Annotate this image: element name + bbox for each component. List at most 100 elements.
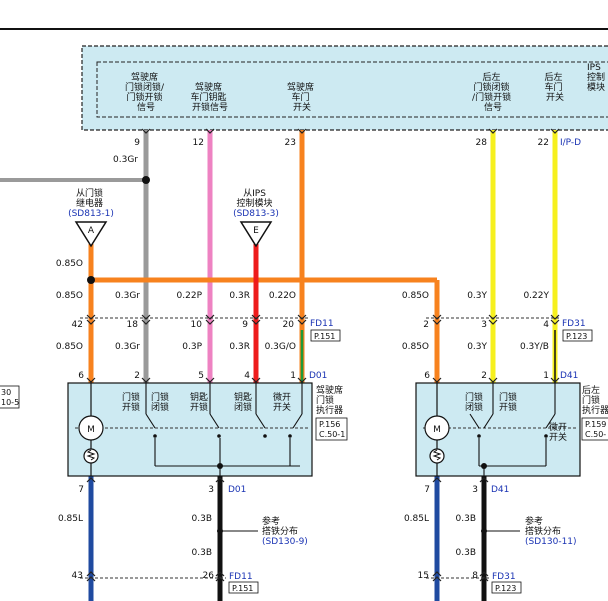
driver-actuator-box <box>67 382 313 477</box>
ips-pin-label-driver-lock: 驾驶席 门锁闭锁/ 门锁开锁 信号 <box>125 71 167 113</box>
wire-label: 0.3Gr <box>115 342 140 352</box>
connector-pin: 42 <box>72 320 83 330</box>
driver-actuator-ref-box <box>315 417 348 441</box>
ips-pin-label-rear-door: 后左 车门 开关 <box>545 71 566 103</box>
ground-dot-left <box>217 528 223 534</box>
fd11-ref: P.151 <box>314 332 335 341</box>
connector-pin: 7 <box>78 485 84 495</box>
fd31-id-bottom: FD31 <box>492 572 516 582</box>
rear-actuator-coord-ref: C.50- <box>585 430 606 439</box>
connector-pin: 2 <box>423 320 429 330</box>
connector-pin: 4 <box>543 320 549 330</box>
ground-note-right: 参考 搭铁分布 (SD130-11) <box>525 515 577 547</box>
fd11-ref-box <box>310 329 341 342</box>
d01-id-bottom: D01 <box>228 485 246 495</box>
fd11-id: FD11 <box>310 319 334 329</box>
connector-pin: 5 <box>198 371 204 381</box>
fd11-pins: 42 18 10 9 20 <box>72 320 295 330</box>
switch-label: 钥匙开锁 <box>190 391 208 413</box>
wire-label: 0.3B <box>456 548 477 558</box>
rear-actuator-ref-box <box>581 417 608 441</box>
driver-switch-labels: 门锁开锁 门锁闭锁 钥匙开锁 钥匙闭锁 微开开关 <box>122 391 291 413</box>
heater-symbol <box>429 448 445 464</box>
wire-label: 0.22Y <box>523 291 549 301</box>
fd31-pins: 2 3 4 <box>423 320 549 330</box>
driver-actuator-coord-ref: C.50-1 <box>319 430 345 439</box>
wire-label: 0.85O <box>402 342 429 352</box>
connector-pin: 3 <box>481 320 487 330</box>
relay-feed-triangle <box>74 221 108 248</box>
wire-label: 0.3Y <box>467 291 487 301</box>
rear-actuator-page-ref: P.159 <box>585 420 606 429</box>
heater-coil <box>86 449 96 461</box>
d41-id: D41 <box>560 371 578 381</box>
left-edge-ref: 30 <box>1 388 11 397</box>
wire-label: 0.22O <box>269 291 296 301</box>
ips-feed-triangle <box>239 221 273 248</box>
ips-module-inner <box>96 61 608 118</box>
wire-label: 0.85O <box>56 291 83 301</box>
switch-label: 门锁开锁 <box>499 391 517 413</box>
fd11-bottom-ref: P.151 <box>232 584 253 593</box>
wire-label: 0.3R <box>229 291 250 301</box>
ips-pin-label-driver-key: 驾驶席 车门钥匙 开锁信号 <box>191 81 230 113</box>
switch-label: 钥匙闭锁 <box>234 391 252 413</box>
wire-label: 0.85O <box>56 342 83 352</box>
ground-note-left: 参考 搭铁分布 (SD130-9) <box>262 515 308 547</box>
connector-pin: 26 <box>203 571 215 581</box>
ips-pin-number: 9 <box>134 138 140 148</box>
wire-label: 0.3G/O <box>265 342 296 352</box>
heater-coil <box>432 449 442 461</box>
connector-pin: 2 <box>134 371 140 381</box>
connector-pin: 7 <box>424 485 430 495</box>
connector-pin: 20 <box>283 320 295 330</box>
rear-actuator-title: 后左 门锁 执行器 <box>582 384 608 416</box>
fd11-id-bottom: FD11 <box>229 572 253 582</box>
wire-label-row-1: 0.85O 0.3Gr 0.22P 0.3R 0.22O 0.85O 0.3Y … <box>56 291 550 301</box>
connector-pin: 18 <box>127 320 139 330</box>
ips-pin-number: 12 <box>193 138 204 148</box>
driver-actuator-title: 驾驶席 门锁 执行器 <box>316 384 346 416</box>
ground-dot-right <box>481 528 487 534</box>
ips-pin-label-rear-lock: 后左 门锁闭锁 /门锁开锁 信号 <box>472 71 514 113</box>
wire-label-row-2: 0.85O 0.3Gr 0.3P 0.3R 0.3G/O 0.85O 0.3Y … <box>56 342 549 352</box>
switch-label: 微开开关 <box>273 391 291 413</box>
rear-switches <box>469 383 556 476</box>
rear-switch-dots <box>477 434 548 469</box>
connector-pin: 3 <box>472 485 478 495</box>
connector-chevrons <box>86 128 560 582</box>
d41-id-bottom: D41 <box>491 485 509 495</box>
wire-label: 0.3Gr <box>115 291 140 301</box>
relay-feed-label: 从门锁 继电器 (SD813-1) <box>68 187 114 219</box>
motor-label: M <box>433 425 441 435</box>
connector-pin: 2 <box>481 371 487 381</box>
switch-label: 门锁开锁 <box>122 391 140 413</box>
wire-label: 0.3R <box>229 342 250 352</box>
ips-pin-number: 28 <box>476 138 488 148</box>
wire-label: 0.3Y <box>467 342 487 352</box>
ips-connector-id: I/P-D <box>560 138 581 148</box>
connector-pin: 15 <box>418 571 429 581</box>
fd31-ref: P.123 <box>566 332 587 341</box>
relay-feed-symbol: A <box>88 226 95 236</box>
connector-pin: 10 <box>191 320 203 330</box>
fd31-id: FD31 <box>562 319 586 329</box>
left-edge-ref-box <box>0 385 20 409</box>
motor-label: M <box>87 425 95 435</box>
ips-feed-symbol: E <box>253 226 259 236</box>
driver-switch-dots <box>153 434 292 469</box>
fd31-ref-box <box>562 329 593 342</box>
fd31-bottom-ref-box <box>491 581 522 594</box>
connector-pin: 8 <box>472 571 478 581</box>
wire-label: 0.3B <box>456 514 477 524</box>
wire-label: 0.3B <box>192 548 213 558</box>
connector-pin: 6 <box>424 371 430 381</box>
d01-pins: 6 2 5 4 1 <box>78 371 296 381</box>
driver-actuator-page-ref: P.156 <box>319 420 340 429</box>
switch-label: 门锁闭锁 <box>465 391 483 413</box>
wire-label: 0.85O <box>402 291 429 301</box>
d41-pins: 6 2 1 <box>424 371 549 381</box>
driver-switches <box>145 383 303 476</box>
wire-label: 0.85L <box>58 514 83 524</box>
